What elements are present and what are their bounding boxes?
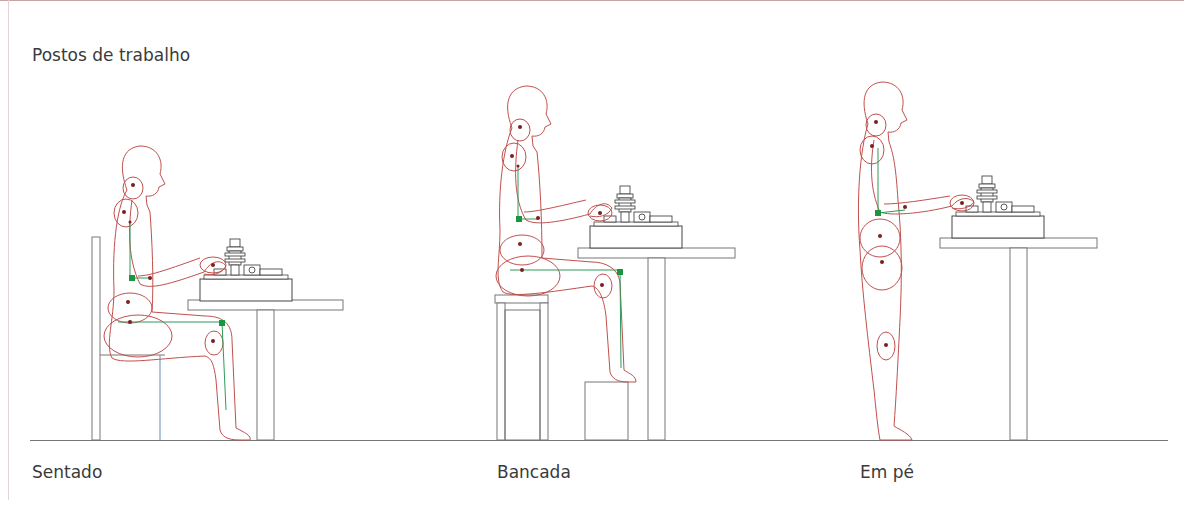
posture-label: Sentado (32, 462, 102, 482)
diagram-title: Postos de trabalho (32, 45, 190, 65)
posture-label: Bancada (497, 462, 571, 482)
posture-label: Em pé (860, 462, 914, 482)
